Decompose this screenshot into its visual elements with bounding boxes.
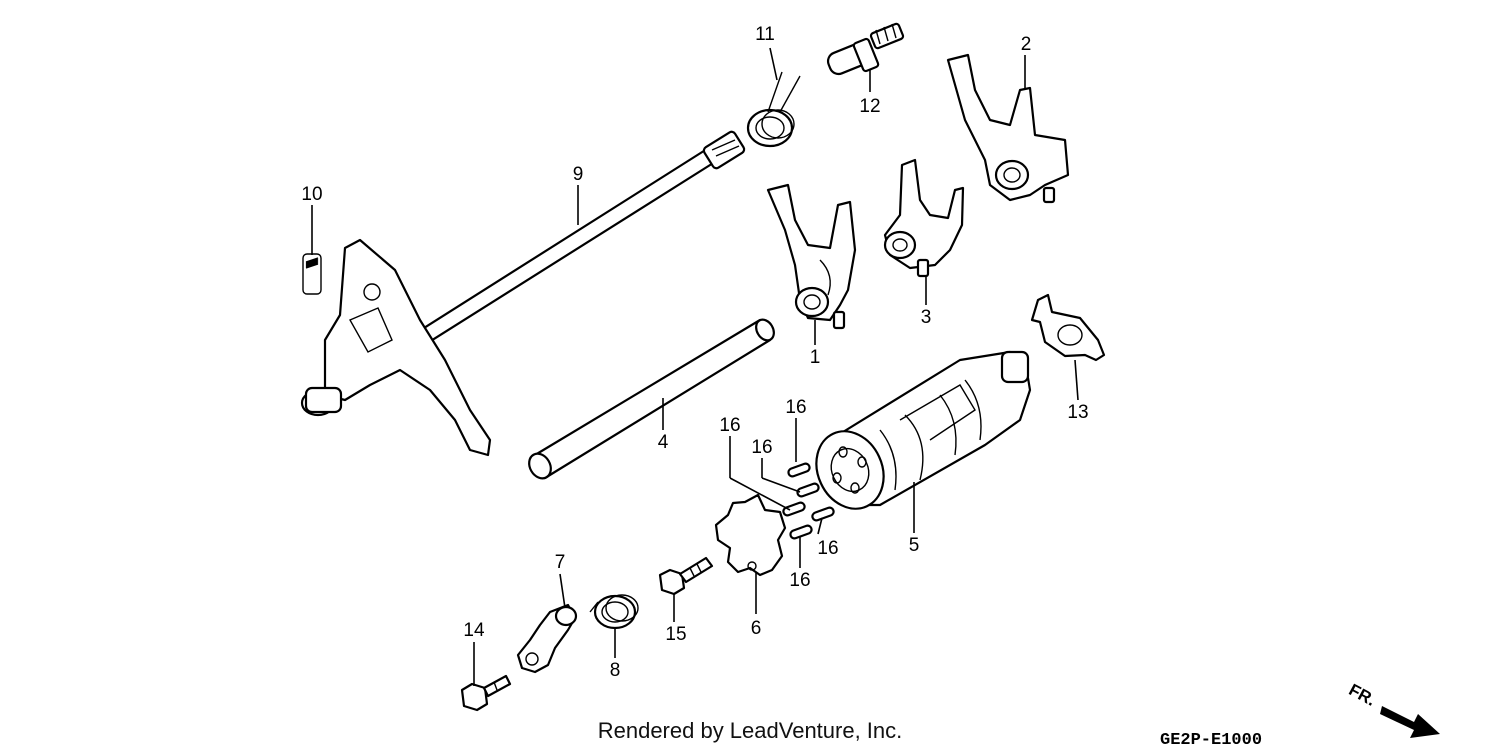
gearshift-spindle-part-9: [300, 130, 746, 457]
callout-7: 7: [555, 552, 566, 573]
drum-center-part-6: [714, 493, 787, 577]
callout-5: 5: [909, 535, 920, 556]
diagram-code: GE2P-E1000: [1160, 731, 1262, 749]
callout-4: 4: [658, 432, 669, 453]
stopper-plate-part-13: [1030, 293, 1106, 362]
front-label: FR.: [1346, 680, 1379, 710]
callout-16-right: 16: [817, 538, 838, 559]
callout-9: 9: [573, 164, 584, 185]
spring-part-8: [589, 594, 639, 630]
shift-fork-part-1: [766, 183, 857, 330]
torsion-spring-part-11: [746, 71, 801, 148]
render-credit: Rendered by LeadVenture, Inc.: [598, 718, 903, 743]
flange-bolt-part-14: [460, 674, 512, 712]
callout-8: 8: [610, 660, 621, 681]
callout-15: 15: [665, 624, 686, 645]
callout-14: 14: [463, 620, 485, 641]
callout-11: 11: [755, 24, 775, 45]
front-direction-indicator: FR.: [1346, 680, 1440, 738]
shift-fork-part-2: [946, 53, 1070, 204]
stopper-arm-part-7: [516, 603, 578, 674]
callout-2: 2: [1021, 34, 1032, 55]
shift-drum-part-5: [815, 350, 1032, 510]
callout-1: 1: [810, 347, 821, 368]
fork-shaft-part-4: [528, 318, 775, 480]
callout-16-bottom: 16: [789, 570, 810, 591]
return-spring-part-10: [302, 253, 322, 295]
callout-13: 13: [1067, 402, 1088, 423]
callout-6: 6: [751, 618, 762, 639]
stud-bolt-part-12: [826, 22, 905, 76]
callout-16-left: 16: [719, 415, 740, 436]
callout-16-middle: 16: [751, 437, 772, 458]
shift-fork-part-3: [883, 158, 965, 278]
callout-16-top: 16: [785, 397, 806, 418]
leader-lines: [311, 47, 1079, 686]
dowel-pins-part-16: [782, 462, 835, 540]
socket-bolt-part-15: [658, 556, 714, 596]
callout-10: 10: [301, 184, 322, 205]
callout-labels: 11 12 2 9 10 1 3 13 4 5 16 16 16 16 16 6…: [301, 24, 1088, 681]
callout-12: 12: [859, 96, 880, 117]
front-arrow-icon: [1380, 706, 1440, 738]
callout-3: 3: [921, 307, 932, 328]
